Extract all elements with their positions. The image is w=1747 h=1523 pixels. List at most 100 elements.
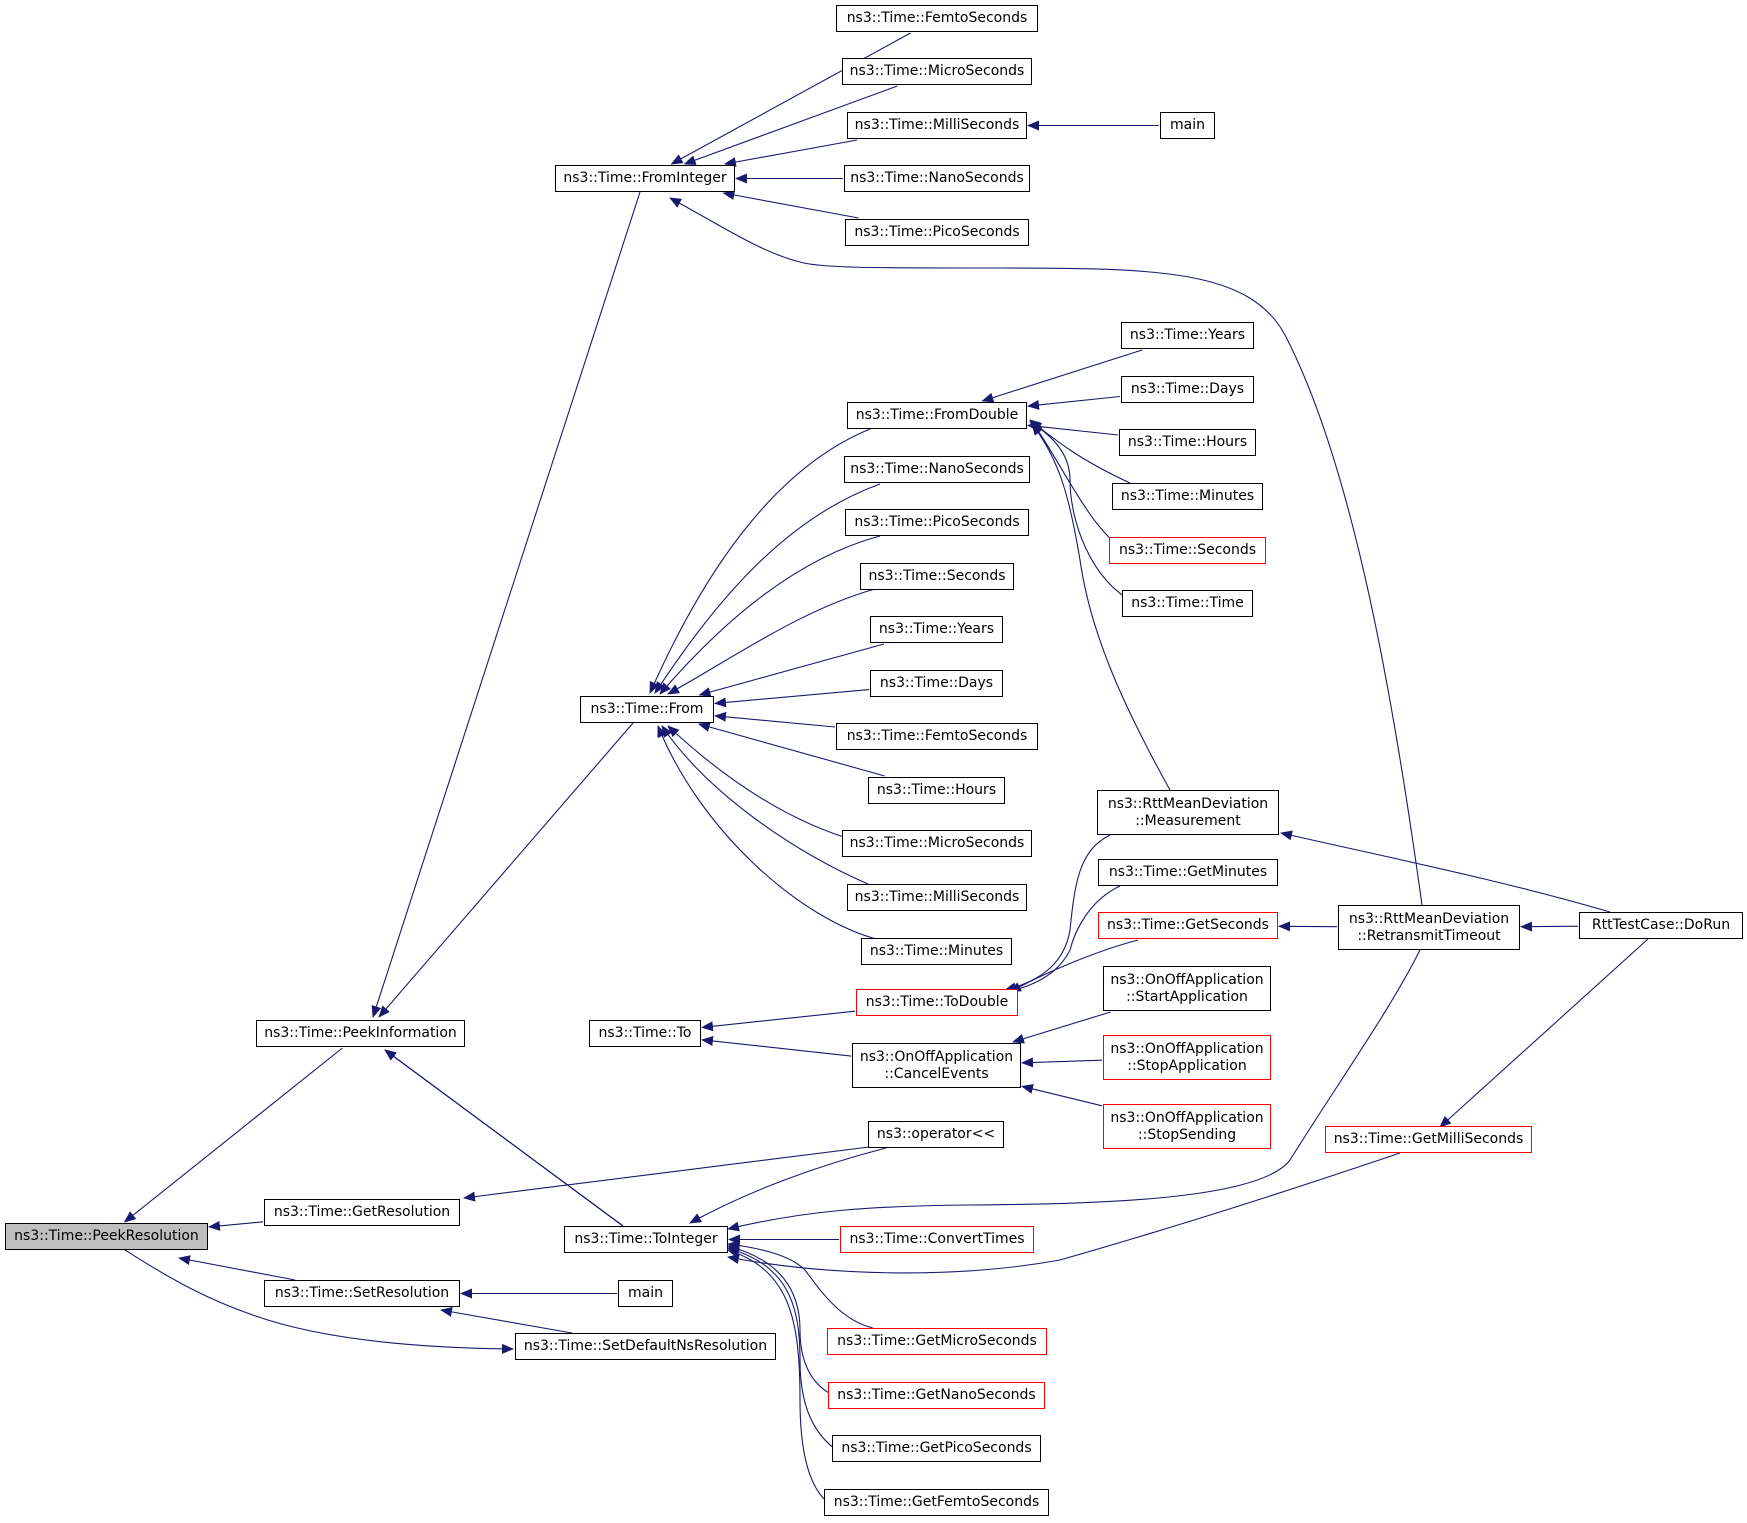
edge-fi-micro-to-from-integer (683, 85, 898, 165)
edge-get-micro-seconds-to-to-integer (727, 1240, 874, 1329)
node-fi-milli[interactable]: ns3::Time::MilliSeconds (847, 112, 1027, 139)
node-get-seconds[interactable]: ns3::Time::GetSeconds (1098, 912, 1278, 939)
edge-from-integer-to-peek-information (371, 191, 641, 1018)
edge-fi-pico-to-from-integer (722, 190, 859, 219)
edge-get-nano-seconds-to-to-integer (727, 1244, 836, 1397)
edge-peek-information-to-peek-resolution (123, 1047, 343, 1223)
edge-get-milli-seconds-to-to-integer (727, 1152, 1401, 1274)
edge-f-femto-to-from (714, 711, 836, 728)
node-fi-micro[interactable]: ns3::Time::MicroSeconds (842, 58, 1032, 85)
node-f-days[interactable]: ns3::Time::Days (870, 670, 1003, 697)
node-set-resolution[interactable]: ns3::Time::SetResolution (264, 1280, 460, 1307)
node-get-micro-seconds[interactable]: ns3::Time::GetMicroSeconds (827, 1328, 1047, 1355)
edge-fd-hours-to-from-double (1027, 421, 1119, 436)
edge-get-resolution-to-peek-resolution (208, 1220, 264, 1231)
edge-fd-years-to-from-double (981, 349, 1143, 403)
edge-fd-days-to-from-double (1027, 395, 1121, 410)
edge-stop-application-to-cancel-events (1021, 1057, 1103, 1068)
edge-rtt-retransmit-to-from-integer (669, 197, 1423, 906)
edge-get-femto-seconds-to-to-integer (727, 1248, 826, 1501)
edge-f-days-to-from (714, 689, 870, 708)
edge-f-hours-to-from (697, 722, 885, 777)
edge-fd-minutes-to-from-double (1029, 419, 1131, 484)
edge-rtt-measurement-to-to-double (1004, 834, 1111, 993)
edge-rtt-dorun-to-rtt-retransmit (1520, 921, 1579, 932)
edge-fd-time-to-from-double (1029, 421, 1136, 604)
node-to[interactable]: ns3::Time::To (589, 1020, 701, 1047)
node-f-hours[interactable]: ns3::Time::Hours (868, 777, 1005, 804)
node-to-double[interactable]: ns3::Time::ToDouble (856, 989, 1018, 1016)
node-f-years[interactable]: ns3::Time::Years (870, 616, 1003, 643)
node-operator-out[interactable]: ns3::operator<< (868, 1121, 1004, 1148)
node-get-milli-seconds[interactable]: ns3::Time::GetMilliSeconds (1325, 1126, 1532, 1153)
node-get-minutes[interactable]: ns3::Time::GetMinutes (1098, 859, 1278, 886)
edge-f-years-to-from (698, 643, 885, 697)
node-fi-nano[interactable]: ns3::Time::NanoSeconds (844, 165, 1030, 192)
edge-fi-milli-to-from-integer (723, 139, 858, 167)
node-fd-seconds[interactable]: ns3::Time::Seconds (1109, 537, 1266, 564)
edge-set-resolution-to-peek-resolution (178, 1255, 296, 1281)
edge-fi-femto-to-from-integer (670, 32, 911, 165)
edge-f-micro-to-from (667, 725, 861, 843)
node-peek-information[interactable]: ns3::Time::PeekInformation (256, 1020, 465, 1047)
node-from-integer[interactable]: ns3::Time::FromInteger (555, 165, 735, 192)
node-f-seconds[interactable]: ns3::Time::Seconds (860, 563, 1014, 590)
node-get-nano-seconds[interactable]: ns3::Time::GetNanoSeconds (828, 1382, 1045, 1409)
edge-to-integer-to-peek-information (384, 1049, 624, 1227)
node-convert-times[interactable]: ns3::Time::ConvertTimes (840, 1226, 1034, 1253)
node-f-nano[interactable]: ns3::Time::NanoSeconds (844, 456, 1030, 483)
node-stop-application[interactable]: ns3::OnOffApplication ::StopApplication (1103, 1035, 1271, 1080)
node-main-b[interactable]: main (1160, 112, 1215, 139)
edge-get-pico-seconds-to-to-integer (727, 1246, 836, 1450)
edge-get-minutes-to-to-double (1005, 885, 1121, 995)
edge-from-double-to-from (649, 428, 871, 694)
edge-to-double-to-to (701, 1010, 856, 1032)
edge-rtt-retransmit-to-to-integer (727, 949, 1421, 1232)
edge-stop-sending-to-cancel-events (1021, 1084, 1103, 1107)
edge-cancel-events-to-to (701, 1036, 852, 1057)
node-rtt-measurement[interactable]: ns3::RttMeanDeviation ::Measurement (1097, 790, 1279, 835)
edge-operator-out-to-to-integer (689, 1147, 887, 1224)
node-fi-pico[interactable]: ns3::Time::PicoSeconds (845, 219, 1029, 246)
node-to-integer[interactable]: ns3::Time::ToInteger (564, 1226, 728, 1253)
node-fd-minutes[interactable]: ns3::Time::Minutes (1112, 483, 1263, 510)
node-f-femto[interactable]: ns3::Time::FemtoSeconds (836, 723, 1038, 750)
edge-f-milli-to-from (661, 725, 869, 885)
node-main-a[interactable]: main (618, 1280, 673, 1307)
edge-f-pico-to-from (659, 535, 881, 695)
edge-from-to-peek-information (378, 722, 634, 1018)
edge-start-application-to-cancel-events (1012, 1011, 1111, 1044)
edge-get-seconds-to-to-double (1009, 939, 1139, 993)
node-peek-resolution: ns3::Time::PeekResolution (5, 1223, 208, 1250)
node-get-resolution[interactable]: ns3::Time::GetResolution (264, 1199, 460, 1226)
node-stop-sending[interactable]: ns3::OnOffApplication ::StopSending (1103, 1104, 1271, 1149)
node-from[interactable]: ns3::Time::From (580, 696, 714, 723)
node-fd-time[interactable]: ns3::Time::Time (1122, 590, 1253, 617)
node-fi-femto[interactable]: ns3::Time::FemtoSeconds (836, 5, 1038, 32)
node-f-milli[interactable]: ns3::Time::MilliSeconds (847, 884, 1027, 911)
node-f-micro[interactable]: ns3::Time::MicroSeconds (842, 830, 1032, 857)
node-f-pico[interactable]: ns3::Time::PicoSeconds (845, 509, 1029, 536)
node-start-application[interactable]: ns3::OnOffApplication ::StartApplication (1103, 966, 1271, 1011)
node-fd-years[interactable]: ns3::Time::Years (1121, 322, 1254, 349)
edge-rtt-dorun-to-get-milli-seconds (1439, 938, 1649, 1128)
edge-operator-out-to-get-resolution (463, 1144, 886, 1202)
node-rtt-dorun[interactable]: RttTestCase::DoRun (1579, 912, 1743, 939)
node-from-double[interactable]: ns3::Time::FromDouble (847, 402, 1027, 429)
node-rtt-retransmit[interactable]: ns3::RttMeanDeviation ::RetransmitTimeou… (1338, 905, 1520, 950)
node-fd-days[interactable]: ns3::Time::Days (1121, 376, 1254, 403)
edge-f-nano-to-from (654, 483, 881, 694)
edge-rtt-measurement-to-from-double (1031, 423, 1171, 791)
node-get-femto-seconds[interactable]: ns3::Time::GetFemtoSeconds (824, 1489, 1049, 1516)
edge-peek-resolution-to-set-default-ns-resolution (124, 1249, 514, 1354)
node-cancel-events[interactable]: ns3::OnOffApplication ::CancelEvents (852, 1043, 1021, 1088)
edge-f-seconds-to-from (667, 588, 876, 695)
node-set-default-ns-resolution[interactable]: ns3::Time::SetDefaultNsResolution (515, 1333, 776, 1360)
node-f-minutes[interactable]: ns3::Time::Minutes (861, 938, 1012, 965)
edge-set-default-ns-resolution-to-set-resolution (440, 1306, 573, 1334)
edge-f-minutes-to-from (657, 725, 881, 941)
node-fd-hours[interactable]: ns3::Time::Hours (1119, 429, 1256, 456)
node-get-pico-seconds[interactable]: ns3::Time::GetPicoSeconds (832, 1435, 1041, 1462)
